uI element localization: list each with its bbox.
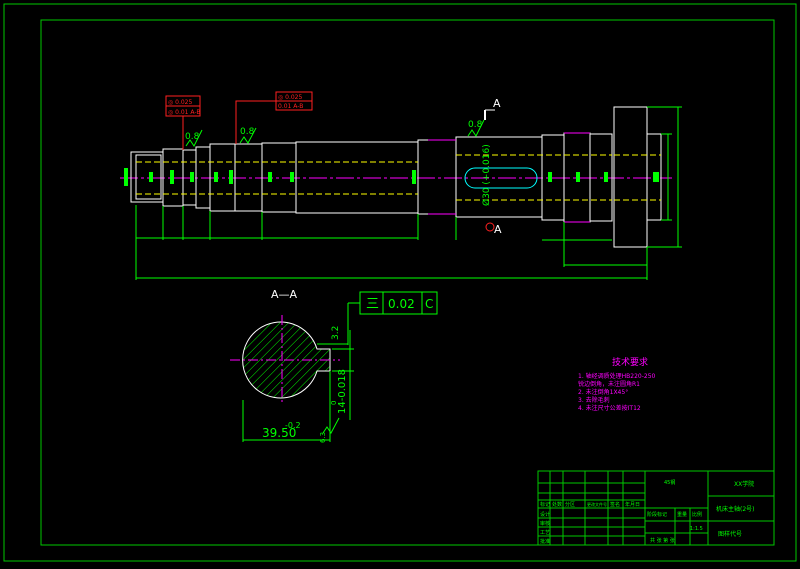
tb-zone: 分区 xyxy=(565,501,575,508)
tb-signature: 签名 xyxy=(610,501,620,508)
section-roughness: 6.3 xyxy=(319,432,327,443)
form-value: 0.02 xyxy=(388,297,415,311)
tolerance-1-line1: ◎ 0.025 xyxy=(168,99,193,106)
form-datum: C xyxy=(425,297,433,311)
key-diameter-note: Ø30 (+0.016) xyxy=(481,144,492,206)
note-1: 1. 轴经调质处理HB220-250 xyxy=(578,372,656,380)
shoulder-accents xyxy=(428,132,590,223)
roughness-1: 0.8 xyxy=(185,132,200,142)
diameter-labels xyxy=(124,168,659,186)
tolerance-2-line2: 0.01 A-B xyxy=(278,103,303,110)
key-dim: 14-0.018 xyxy=(337,369,348,414)
tb-stage-mark: 阶段标记 xyxy=(647,511,667,518)
section-width-dim: 39.50 xyxy=(262,426,296,440)
tb-company: XX学院 xyxy=(734,480,754,488)
tb-part-name: 机床主轴(2号) xyxy=(716,505,755,513)
tb-checker: 审核 xyxy=(540,520,550,527)
tb-scale: 1:1.5 xyxy=(690,526,703,532)
tolerance-1-line2: ◎ 0.01 A-B xyxy=(168,109,200,116)
tb-drawing-no: 图样代号 xyxy=(718,530,742,538)
note-2: 2. 未注倒角1X45° xyxy=(578,388,628,396)
section-marker-top: A xyxy=(493,97,501,110)
tolerance-2-line1: ◎ 0.025 xyxy=(278,94,303,101)
tb-change-no: 更改文件号 xyxy=(587,501,607,507)
section-label: A—A xyxy=(271,288,298,301)
tb-mark: 标记 xyxy=(540,501,550,508)
section-width-tol: -0.2 xyxy=(285,421,301,430)
dimension-lines xyxy=(135,106,682,280)
note-1b: 锐边倒角，未注圆角R1 xyxy=(578,380,640,388)
section-dims xyxy=(242,291,438,442)
roughness-symbols xyxy=(185,119,485,147)
datum-marker xyxy=(485,222,495,232)
tb-designer: 设计 xyxy=(540,511,550,518)
depth-dim: 3.2 xyxy=(331,326,341,340)
tb-ratio: 比例 xyxy=(692,511,702,518)
keyway-slot xyxy=(464,167,538,189)
tb-material: 45钢 xyxy=(664,479,675,486)
key-dim-top: 0 xyxy=(330,401,338,405)
tb-approved: 批准 xyxy=(540,538,550,545)
tb-count: 处数 xyxy=(552,501,562,508)
tb-sheet: 共 张 第 张 xyxy=(650,537,675,544)
note-3: 3. 去除毛刺 xyxy=(578,396,610,404)
hidden-lines xyxy=(136,154,661,201)
section-marker-bottom: A xyxy=(494,223,502,236)
tb-date: 年月日 xyxy=(625,501,640,508)
roughness-3: 0.8 xyxy=(468,120,483,130)
title-block xyxy=(537,470,775,546)
form-symbol: 三 xyxy=(366,297,379,312)
notes-title: 技术要求 xyxy=(612,356,648,368)
tolerance-frames xyxy=(165,91,313,150)
tb-weight: 重量 xyxy=(677,511,687,518)
outer-frame xyxy=(3,3,797,562)
tb-process: 工艺 xyxy=(540,530,550,536)
note-4: 4. 未注尺寸公差按IT12 xyxy=(578,404,641,412)
roughness-2: 0.8 xyxy=(240,127,255,137)
inner-frame xyxy=(40,19,775,546)
